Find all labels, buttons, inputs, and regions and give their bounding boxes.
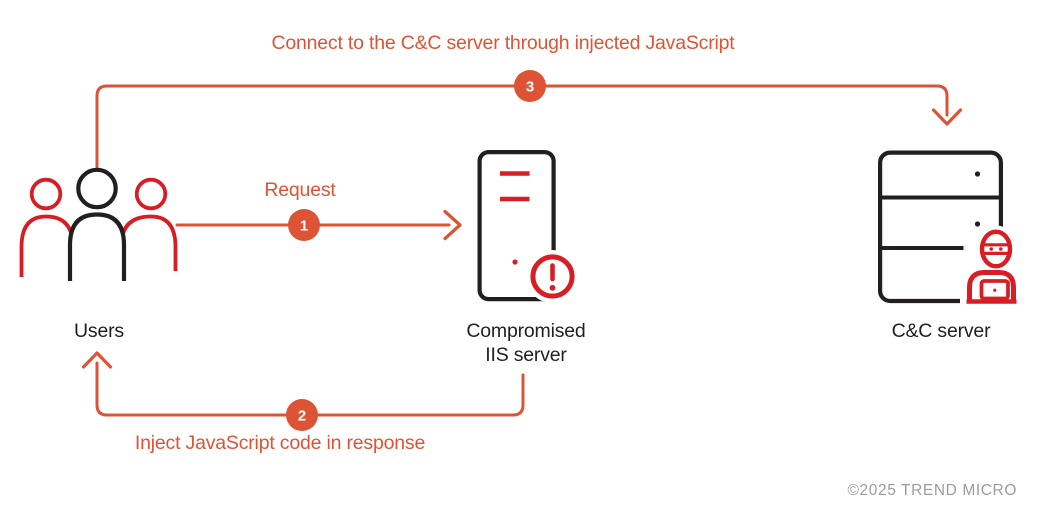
tower-server-warning-icon [477,150,579,303]
rack-server-hacker-icon [877,150,1022,307]
server-led-dot [512,259,518,265]
hacker-eye-left [989,247,993,251]
right-user-body [119,214,178,271]
iis-label-line1: Compromised [466,320,585,342]
iis-label-line2: IIS server [485,344,567,366]
left-user-body [19,214,75,280]
flow2-step-number: 2 [298,408,306,425]
flow1-label: Request [264,179,336,201]
flow1-step-badge: 1 [288,209,320,241]
arrowhead-up-icon [81,351,113,369]
laptop-screen-dot [993,288,997,292]
hacker-head [979,229,1013,269]
warning-exclamation-dot [549,284,556,291]
right-user-head [134,177,168,211]
rack-led-dot-1 [974,171,981,177]
flow2-step-badge: 2 [286,399,318,431]
hacker-shoulders [967,270,1016,302]
cnc-label: C&C server [892,320,991,342]
warning-circle-icon [530,254,575,299]
flow3-step-number: 3 [526,79,534,96]
badge-circle [514,70,546,102]
badge-circle [288,209,320,241]
badge-circle [286,399,318,431]
users-label: Users [74,320,124,342]
center-user-body [67,212,127,281]
left-user-head [29,177,63,211]
flow1-step-number: 1 [300,218,308,235]
laptop-screen [979,279,1010,301]
flow2-label: Inject JavaScript code in response [135,432,425,454]
flow3-step-badge: 3 [514,70,546,102]
flow3-label: Connect to the C&C server through inject… [271,32,735,54]
arrowhead-right-icon [443,209,462,241]
hacker-eye-right [999,247,1003,251]
rack-led-dot-2 [974,221,981,227]
copyright-text: ©2025 TREND MICRO [848,482,1017,499]
users-group-icon [19,167,178,281]
arrowhead-down-icon [931,108,963,126]
center-user-head [76,167,118,210]
